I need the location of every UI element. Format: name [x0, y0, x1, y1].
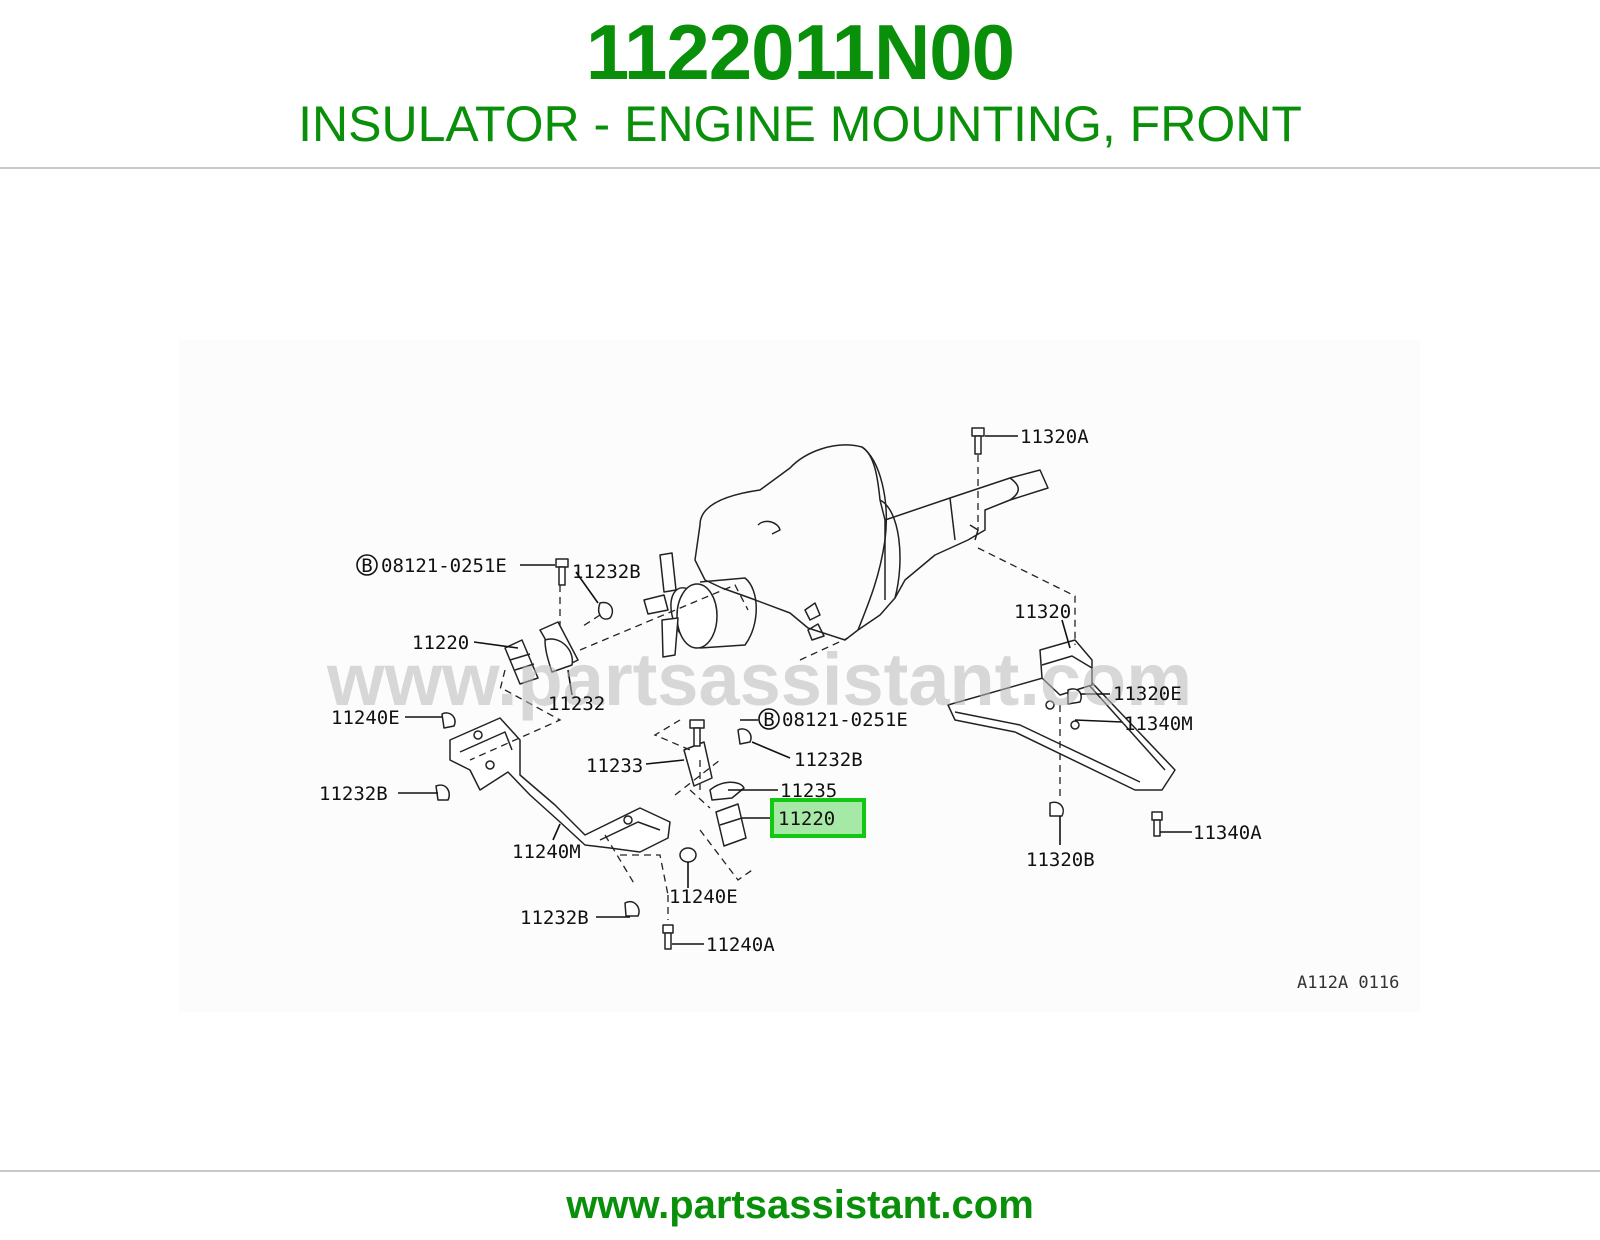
diagram-background [178, 340, 1420, 1012]
label-11232b-a[interactable]: 11232B [572, 561, 641, 583]
label-11240a[interactable]: 11240A [706, 934, 775, 956]
bolt-marker-mid: B [758, 708, 780, 731]
part-name-subtitle: INSULATOR - ENGINE MOUNTING, FRONT [298, 96, 1302, 152]
label-08121-0251e-mid[interactable]: 08121-0251E [782, 709, 908, 731]
label-11232[interactable]: 11232 [548, 693, 605, 715]
center-insulator-drawing [683, 719, 752, 847]
label-11320b[interactable]: 11320B [1026, 849, 1095, 871]
footer-website-link[interactable]: www.partsassistant.com [566, 1183, 1034, 1227]
left-insulator-drawing [504, 558, 614, 685]
selected-part-highlight[interactable] [770, 798, 866, 838]
left-bracket-drawing [435, 712, 697, 950]
label-11232b-b[interactable]: 11232B [794, 749, 863, 771]
label-11220-left[interactable]: 11220 [412, 632, 469, 654]
label-11320e[interactable]: 11320E [1113, 683, 1182, 705]
part-number-title: 1122011N00 [585, 8, 1015, 96]
label-11320[interactable]: 11320 [1014, 601, 1071, 623]
assembly-dashed-lines [469, 455, 1076, 920]
label-11235[interactable]: 11235 [780, 780, 837, 802]
leader-lines [398, 435, 1192, 945]
label-11340m[interactable]: 11340M [1124, 713, 1193, 735]
bolt-marker-top: B [356, 554, 378, 577]
header: 1122011N00 INSULATOR - ENGINE MOUNTING, … [0, 0, 1600, 168]
label-11232b-d[interactable]: 11232B [520, 907, 589, 929]
label-11340a[interactable]: 11340A [1193, 822, 1262, 844]
label-11232b-c[interactable]: 11232B [319, 783, 388, 805]
label-11220-highlighted[interactable]: 11220 [778, 808, 835, 830]
header-divider [0, 167, 1600, 169]
watermark: www.partsassistant.com [326, 638, 1192, 721]
crossmember-drawing [947, 427, 1176, 837]
transmission-drawing [643, 444, 1049, 658]
label-11240e-left[interactable]: 11240E [331, 707, 400, 729]
footer-divider [0, 1170, 1600, 1172]
label-11233[interactable]: 11233 [586, 755, 643, 777]
drawing-code: A112A 0116 [1297, 973, 1399, 993]
label-11240m[interactable]: 11240M [512, 841, 581, 863]
label-11240e-bottom[interactable]: 11240E [669, 886, 738, 908]
label-11320a[interactable]: 11320A [1020, 426, 1089, 448]
label-08121-0251e-top[interactable]: 08121-0251E [381, 555, 507, 577]
svg-text:B: B [763, 709, 774, 731]
svg-text:B: B [361, 555, 372, 577]
